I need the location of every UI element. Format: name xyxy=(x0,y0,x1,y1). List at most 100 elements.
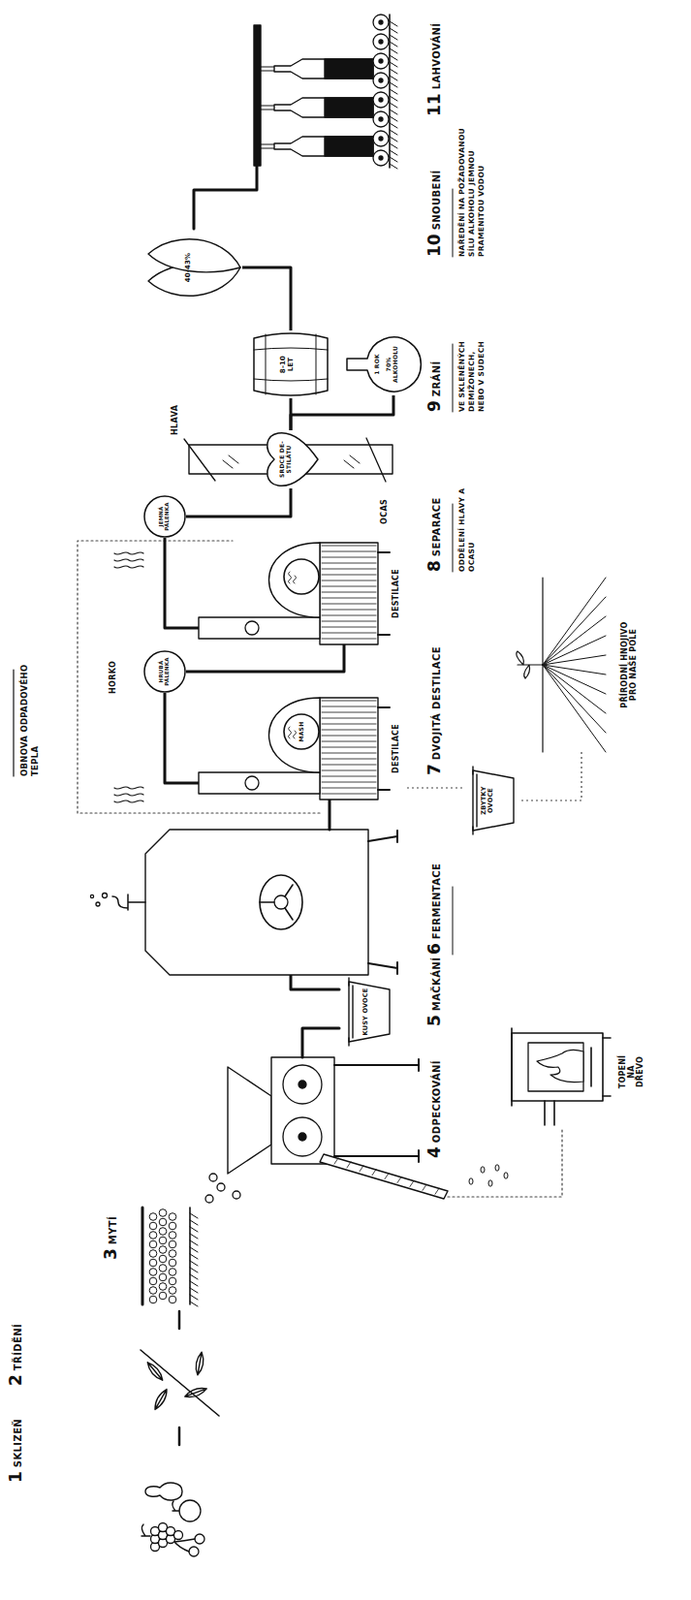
annotation-label: OBNOVA ODPADOVÉHO TEPLA xyxy=(19,655,40,777)
step-number: 7 xyxy=(426,763,443,776)
still-leg xyxy=(377,552,390,635)
node-text: 1 ROK xyxy=(374,345,381,384)
hatch xyxy=(321,592,377,594)
fruit-ball xyxy=(168,1268,177,1277)
conveyor-floor xyxy=(388,14,391,168)
fruit-ball xyxy=(168,1240,177,1249)
hatch xyxy=(397,1177,402,1184)
conveyor-roller xyxy=(373,92,389,108)
still-node: DESTILACE xyxy=(198,542,408,645)
step-rule xyxy=(452,188,454,257)
hatch xyxy=(189,1267,198,1273)
node-text: MASH xyxy=(298,712,306,752)
roller-axle xyxy=(378,78,383,83)
hatch xyxy=(389,28,398,33)
hatch xyxy=(389,89,398,95)
process-connector xyxy=(164,692,199,784)
process-connector xyxy=(164,537,199,629)
hatch xyxy=(321,723,377,725)
label-group: 6FERMENTACE xyxy=(426,863,443,955)
fruit-ball xyxy=(158,1246,167,1255)
grape-stem xyxy=(141,1524,151,1537)
still-column xyxy=(198,617,320,639)
leaf xyxy=(193,1351,205,1377)
waste-connector xyxy=(407,786,464,788)
furrow xyxy=(542,616,606,665)
hatch xyxy=(321,627,377,629)
conveyor-roller xyxy=(373,72,389,89)
conveyor-roller xyxy=(373,33,389,50)
tray-rim xyxy=(348,977,353,1046)
label-group: 5MAČKÁNÍ xyxy=(426,957,443,1027)
heat-wave xyxy=(114,786,144,789)
hatch xyxy=(389,163,398,169)
hatch xyxy=(389,123,398,128)
hatch xyxy=(389,95,398,101)
fruit-ball xyxy=(158,1264,167,1273)
hatch xyxy=(389,75,398,81)
fruit-ball xyxy=(158,1218,167,1226)
furrow xyxy=(542,577,606,665)
cherry xyxy=(194,1534,205,1544)
process-connector xyxy=(289,398,293,431)
node-text: DESTILACE xyxy=(391,542,401,645)
furrow xyxy=(542,664,606,675)
step-number: 11 xyxy=(426,93,443,117)
fruit-ball xyxy=(149,1287,158,1295)
still-column xyxy=(198,772,320,794)
label-group: 1SKLIZEŇ xyxy=(7,1418,25,1483)
hatch xyxy=(359,1165,364,1172)
falling-fruit xyxy=(217,1183,225,1192)
fruit-ball xyxy=(149,1240,158,1249)
tank-leg xyxy=(368,830,398,974)
hatch xyxy=(389,116,398,122)
field-node: PŘÍRODNÍ HNOJIVO PRO NAŠE POLE xyxy=(484,577,664,753)
hatch xyxy=(389,68,398,74)
flame xyxy=(536,1049,584,1082)
apple xyxy=(179,1500,201,1522)
fruit-pit xyxy=(480,1166,485,1173)
conveyor-roller xyxy=(373,14,389,31)
hatch xyxy=(321,770,377,772)
hatch xyxy=(321,609,377,611)
hatch xyxy=(389,102,398,108)
falling-fruit xyxy=(232,1191,241,1199)
hatch xyxy=(384,1173,389,1180)
hatch xyxy=(321,632,377,634)
furrow xyxy=(542,596,606,665)
step-rule xyxy=(452,503,454,572)
hatch xyxy=(321,603,377,605)
circle-outline xyxy=(144,496,186,537)
hatch-spoke xyxy=(259,884,293,920)
hatch xyxy=(389,62,398,67)
step-rule xyxy=(452,886,454,955)
bubble xyxy=(102,893,108,899)
grape xyxy=(174,1531,184,1540)
fruit-ball xyxy=(168,1222,177,1230)
hatch xyxy=(321,758,377,760)
node-text: 8-10 LET xyxy=(279,350,295,378)
hatch xyxy=(321,787,377,789)
cherry-stem xyxy=(174,1539,195,1552)
porthole-wave xyxy=(288,726,297,739)
step-rule xyxy=(452,344,454,412)
hatch xyxy=(409,1180,414,1187)
hatch xyxy=(321,557,377,559)
bottle xyxy=(274,59,374,79)
waste-line xyxy=(447,1127,563,1197)
hatch xyxy=(389,150,398,156)
conveyor-roller xyxy=(373,130,389,147)
hopper xyxy=(227,1067,272,1174)
fruit-ball xyxy=(149,1295,158,1304)
still-base xyxy=(319,542,378,645)
hatch xyxy=(189,1301,198,1307)
step-name: SEPARACE xyxy=(431,497,442,557)
tray xyxy=(348,981,390,1042)
column-port xyxy=(245,776,259,790)
step-number: 4 xyxy=(426,1146,443,1159)
fruit-ball xyxy=(168,1250,177,1258)
fruit-ball xyxy=(168,1295,177,1304)
hatch xyxy=(321,545,377,547)
still-dome xyxy=(269,542,321,618)
